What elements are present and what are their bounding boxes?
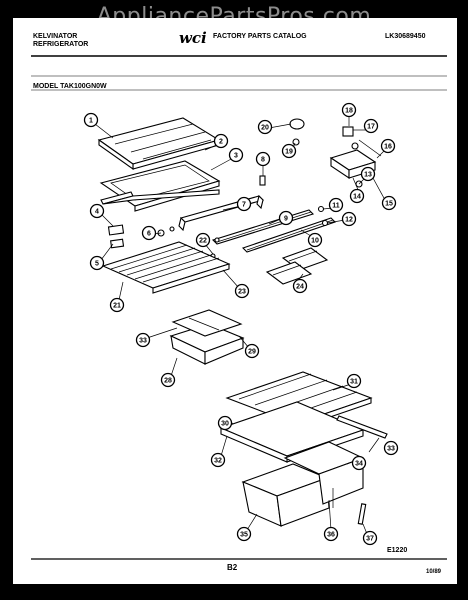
callout-label: 20 <box>261 125 269 132</box>
callout-label: 2 <box>219 139 223 146</box>
callout-18: 18 <box>341 102 357 118</box>
callout-19: 19 <box>281 143 297 159</box>
part-callouts: 1234567891011121314151617181920212223242… <box>83 102 399 546</box>
callout-28: 28 <box>160 372 176 388</box>
callout-32: 32 <box>210 452 226 468</box>
callout-label: 14 <box>353 194 361 201</box>
catalog-number: LK30689450 <box>385 33 426 40</box>
model-number: MODEL TAK100GN0W <box>33 83 107 90</box>
callout-label: 6 <box>147 231 151 238</box>
callout-21: 21 <box>109 297 125 313</box>
callout-label: 18 <box>345 108 353 115</box>
callout-label: 15 <box>385 201 393 208</box>
pan-cover <box>171 309 243 337</box>
callout-36: 36 <box>323 526 339 542</box>
callout-label: 7 <box>242 202 246 209</box>
callout-label: 19 <box>285 149 293 156</box>
callout-label: 16 <box>384 144 392 151</box>
callout-label: 28 <box>164 378 172 385</box>
shelf-trim <box>100 189 220 205</box>
callout-37: 37 <box>362 530 378 546</box>
callout-35: 35 <box>236 526 252 542</box>
glass-shelf <box>97 117 221 171</box>
parts-diagram-sheet: KELVINATOR REFRIGERATOR wci FACTORY PART… <box>13 18 457 584</box>
callout-30: 30 <box>217 415 233 431</box>
callout-9: 9 <box>278 210 294 226</box>
callout-33: 33 <box>383 440 399 456</box>
callout-label: 1 <box>89 118 93 125</box>
callout-label: 11 <box>332 203 340 210</box>
trim-strip <box>336 415 388 439</box>
callout-label: 32 <box>214 458 222 465</box>
callout-29: 29 <box>244 343 260 359</box>
callout-17: 17 <box>363 118 379 134</box>
callout-15: 15 <box>381 195 397 211</box>
brand-line-1: KELVINATOR <box>33 33 78 40</box>
callout-34: 34 <box>351 455 367 471</box>
callout-4: 4 <box>89 203 105 219</box>
callout-6: 6 <box>141 225 157 241</box>
callout-3: 3 <box>228 147 244 163</box>
callout-label: 33 <box>139 338 147 345</box>
catalog-title: FACTORY PARTS CATALOG <box>213 33 307 40</box>
callout-label: 30 <box>221 421 229 428</box>
callout-33: 33 <box>135 332 151 348</box>
page-number: B2 <box>227 563 238 572</box>
screw-37 <box>357 503 367 525</box>
callout-24: 24 <box>292 278 308 294</box>
slide-9 <box>211 209 315 245</box>
watermark-text: AppliancePartsPros.com <box>96 4 372 29</box>
callout-label: 8 <box>261 157 265 164</box>
exploded-view-drawing: 1234567891011121314151617181920212223242… <box>31 55 447 560</box>
callout-label: 34 <box>355 461 363 468</box>
callout-label: 10 <box>311 238 319 245</box>
callout-label: 17 <box>367 124 375 131</box>
clip-8 <box>259 175 266 186</box>
callout-14: 14 <box>349 188 365 204</box>
callout-label: 31 <box>350 379 358 386</box>
callout-10: 10 <box>307 232 323 248</box>
callout-label: 23 <box>238 289 246 296</box>
callout-22: 22 <box>195 232 211 248</box>
drawing-code: E1220 <box>387 547 408 554</box>
ice-trays <box>265 247 329 285</box>
wire-shelf <box>101 241 231 294</box>
callout-20: 20 <box>257 119 273 135</box>
callout-label: 29 <box>248 349 256 356</box>
callout-12: 12 <box>341 211 357 227</box>
callout-label: 37 <box>366 536 374 543</box>
callout-label: 9 <box>284 216 288 223</box>
callout-label: 22 <box>199 238 207 245</box>
logo-text: wci <box>179 29 207 47</box>
callout-label: 24 <box>296 284 304 291</box>
callout-label: 13 <box>364 172 372 179</box>
crisper-pans <box>241 441 365 527</box>
shelf-frame <box>99 160 221 212</box>
callout-label: 21 <box>113 303 121 310</box>
callout-8: 8 <box>255 151 271 167</box>
callout-label: 35 <box>240 532 248 539</box>
callout-2: 2 <box>213 133 229 149</box>
callout-7: 7 <box>236 196 252 212</box>
shelf-support-left <box>107 224 125 249</box>
callout-13: 13 <box>360 166 376 182</box>
callout-label: 33 <box>387 446 395 453</box>
callout-5: 5 <box>89 255 105 271</box>
callout-1: 1 <box>83 112 99 128</box>
callout-label: 4 <box>95 209 99 216</box>
callout-label: 5 <box>95 261 99 268</box>
callout-label: 3 <box>234 153 238 160</box>
callout-31: 31 <box>346 373 362 389</box>
callout-23: 23 <box>234 283 250 299</box>
brand-line-2: REFRIGERATOR <box>33 41 89 48</box>
callout-16: 16 <box>380 138 396 154</box>
callout-label: 12 <box>345 217 353 224</box>
callout-label: 36 <box>327 532 335 539</box>
meat-pan <box>169 323 245 365</box>
catalog-date: 10/89 <box>426 569 442 575</box>
callout-11: 11 <box>328 197 344 213</box>
